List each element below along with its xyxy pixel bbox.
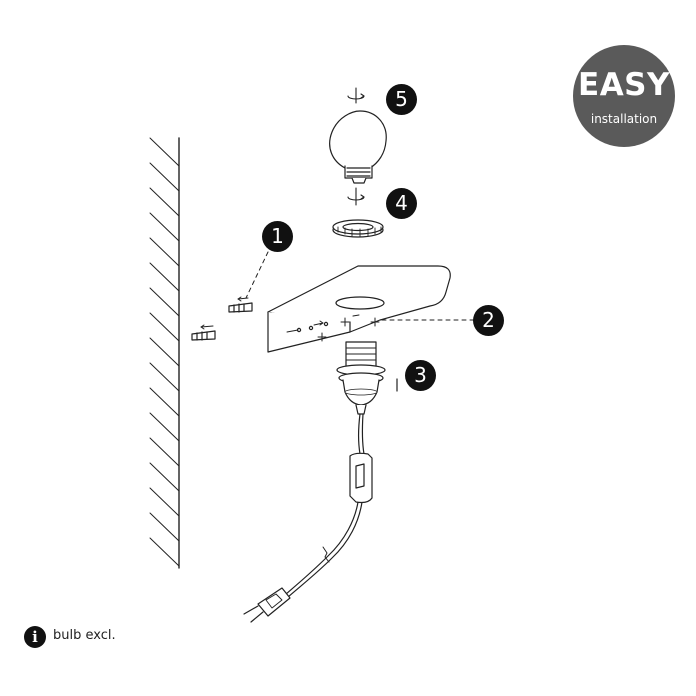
screws [286, 314, 380, 342]
ring-nut [332, 219, 384, 238]
power-cord [285, 413, 365, 598]
rotate-arrow-icon [347, 187, 365, 206]
easy-installation-badge: EASY installation [573, 45, 675, 147]
bulb-excluded-note: bulb excl. [53, 628, 116, 643]
wall-plug-upper [228, 296, 253, 313]
lamp-socket [336, 341, 386, 415]
inline-switch [349, 452, 373, 504]
leader-lines [245, 251, 475, 321]
step-badge-1: 1 [262, 221, 293, 252]
step-badge-5: 5 [386, 84, 417, 115]
step-badge-4: 4 [386, 188, 417, 219]
wall-hatching [149, 137, 180, 567]
badge-subtitle: installation [590, 112, 658, 126]
wall-plug-lower [191, 324, 216, 341]
wall [149, 137, 180, 569]
step-badge-3: 3 [405, 360, 436, 391]
badge-title: EASY [578, 67, 670, 103]
euro-plug [243, 587, 291, 623]
step-badge-2: 2 [473, 305, 504, 336]
light-bulb [329, 110, 387, 184]
info-icon: i [24, 626, 46, 648]
rotate-arrow-icon [347, 87, 365, 104]
wall-bracket [267, 265, 451, 353]
